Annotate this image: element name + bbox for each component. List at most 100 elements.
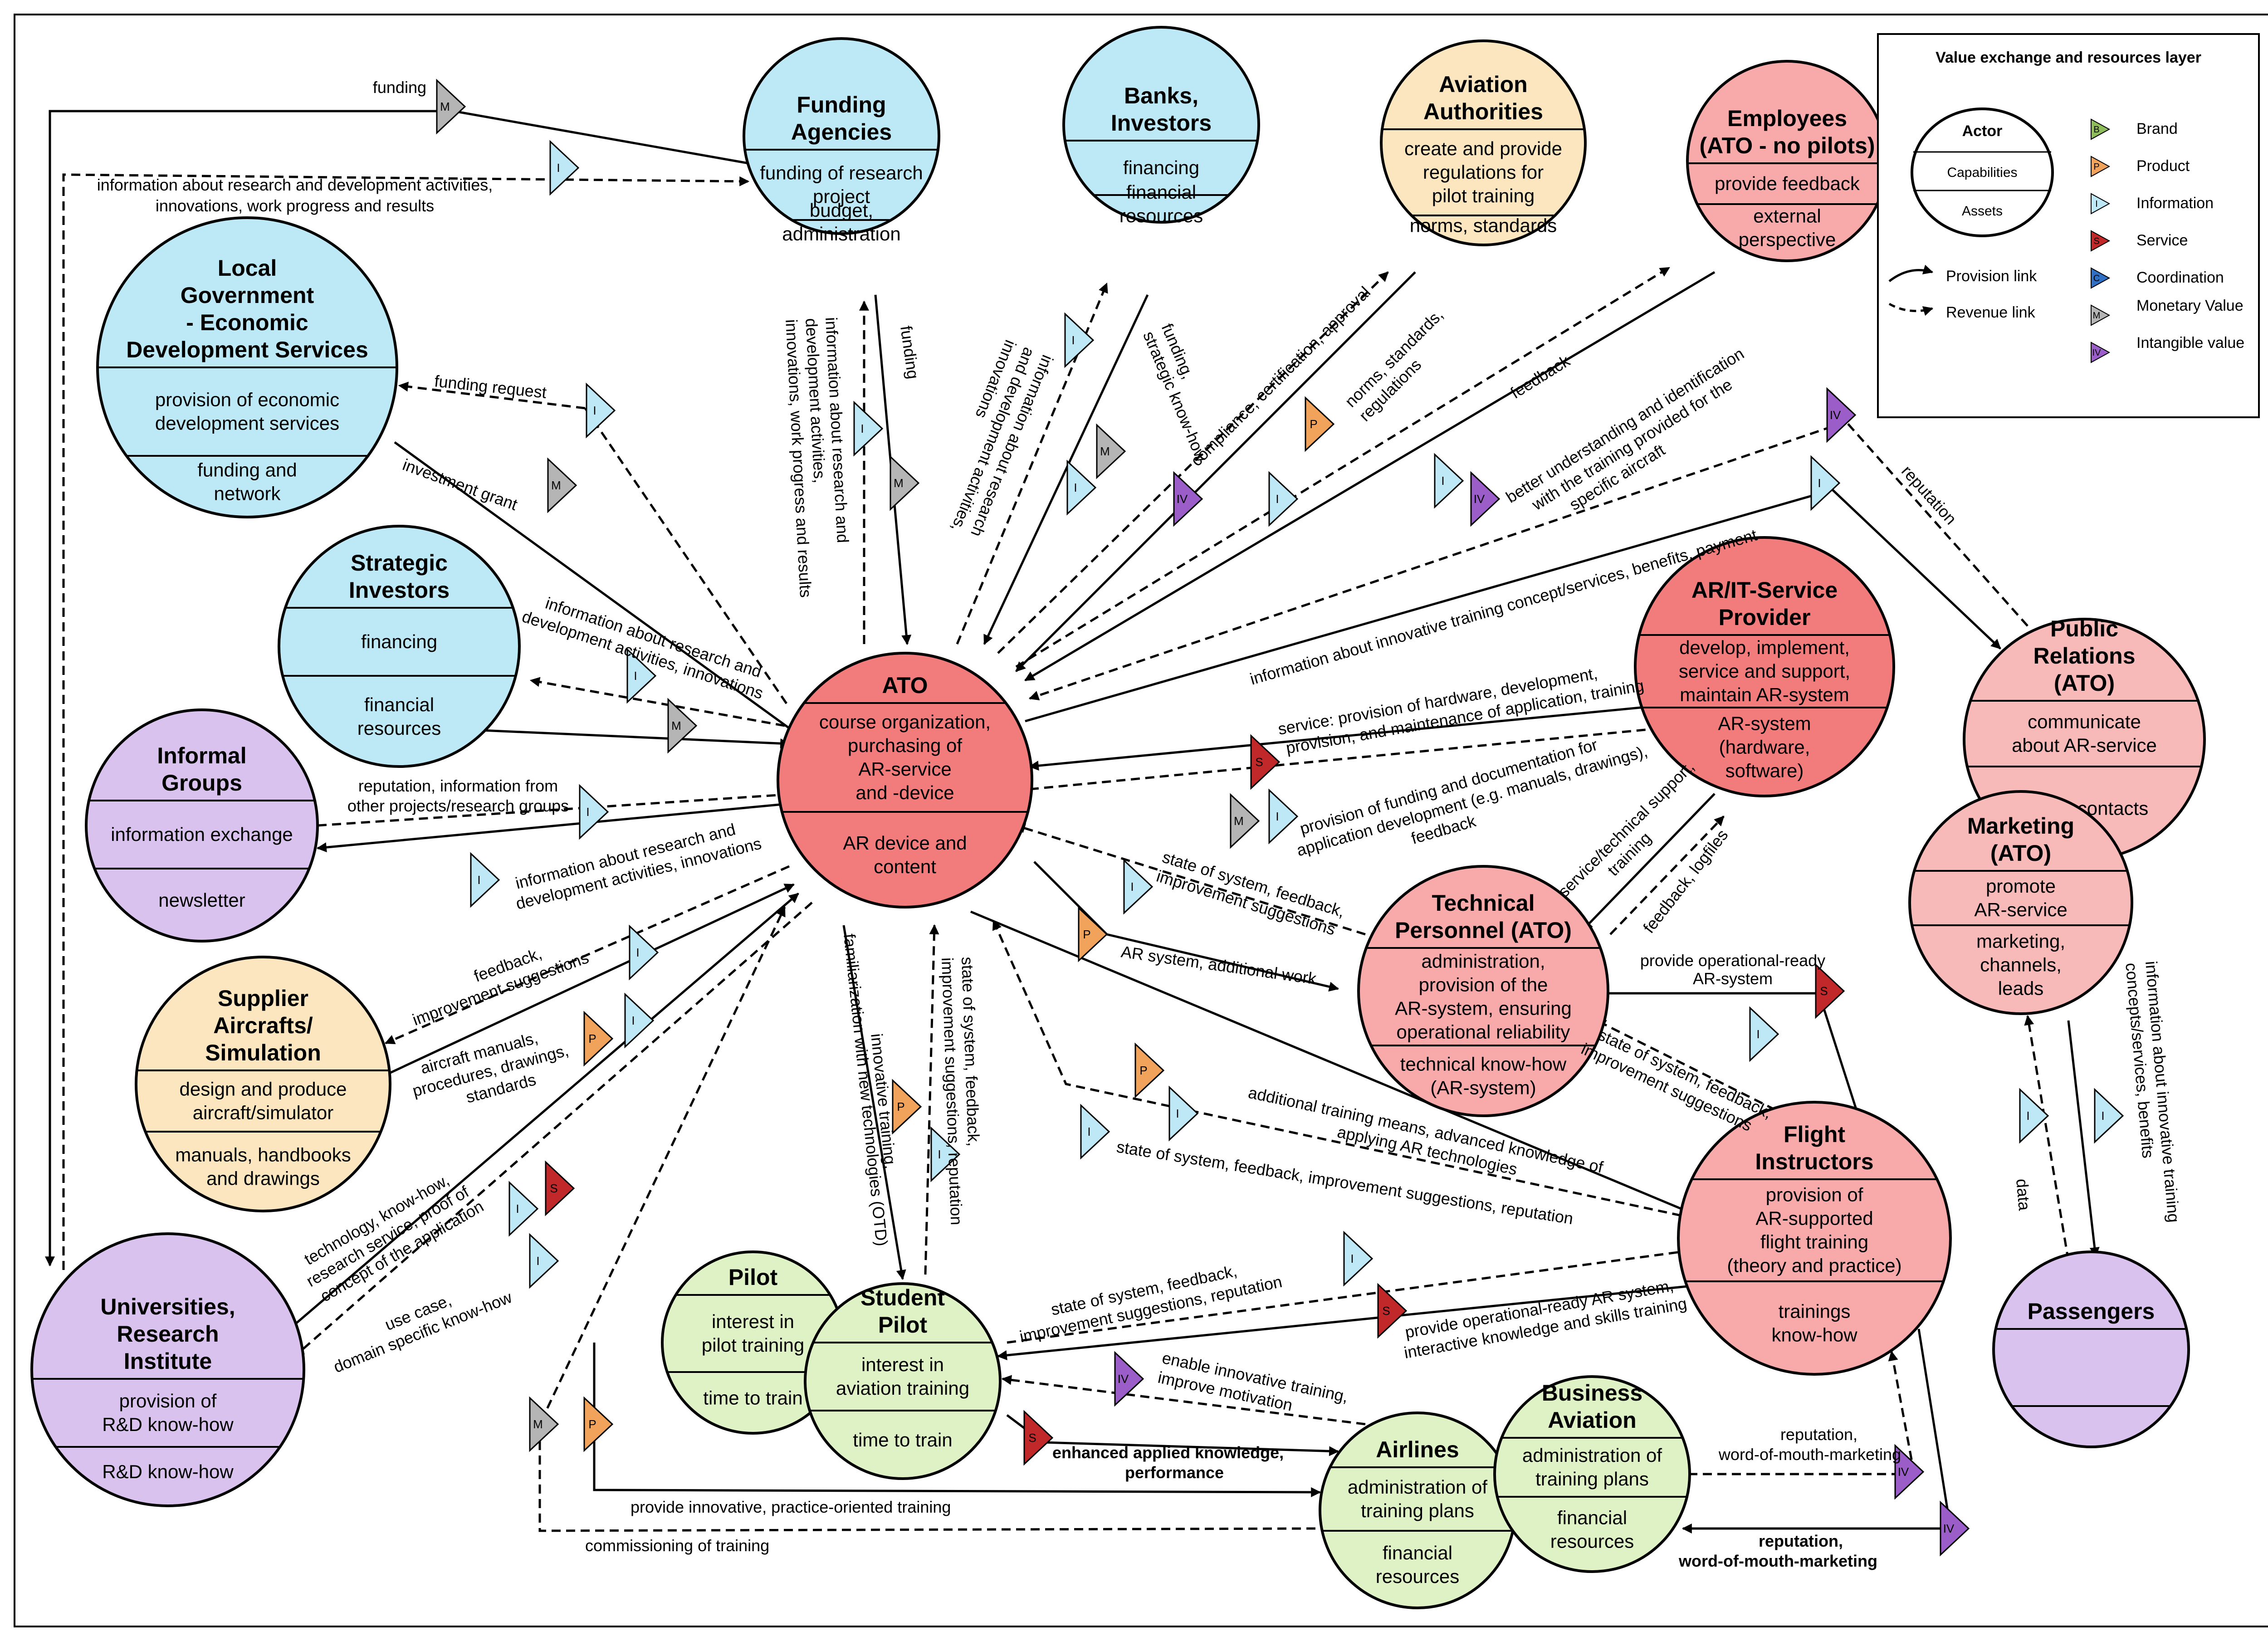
label-ar-additional: AR system, additional work [1120, 942, 1318, 988]
actor-supplier-circle [135, 956, 391, 1212]
svg-text:I: I [860, 422, 864, 435]
svg-text:M: M [533, 1417, 543, 1431]
link-investment-grant [394, 441, 799, 736]
svg-text:P: P [2093, 162, 2099, 172]
actor-marketing-name: (ATO) [1990, 840, 2051, 866]
actor-marketing-asset: marketing, [1976, 931, 2065, 952]
actor-localgov-capability: provision of economic [155, 389, 339, 410]
actor-flight-name: Flight [1784, 1122, 1845, 1147]
actor-localgov-name: - Economic [186, 310, 308, 335]
label-commissioning: commissioning of training [585, 1536, 769, 1555]
svg-text:I: I [1087, 1125, 1090, 1138]
value-object-i-icon: I [2094, 1088, 2124, 1144]
link-info-innovative-b [1832, 489, 2001, 650]
value-object-i-icon: I [1080, 1104, 1110, 1160]
link-state-sp [924, 924, 939, 1275]
actor-technical-name: Personnel (ATO) [1395, 918, 1572, 943]
actor-universities-capability: provision of [119, 1390, 217, 1411]
label-provide-practice: provide innovative, practice-oriented tr… [631, 1498, 951, 1516]
svg-text:I: I [1276, 492, 1279, 506]
label-investment-grant: investment grant [400, 455, 520, 514]
actor-flight-capability: provision of [1766, 1184, 1863, 1206]
legend-type-label: Intangible value [2136, 334, 2244, 352]
actor-business-capability: administration of [1522, 1445, 1662, 1466]
legend-provision-arrow [1888, 264, 1934, 282]
value-object-m-icon: M [547, 457, 577, 513]
label-informal-info: information about research anddevelopmen… [509, 815, 763, 913]
legend-actor: Actor [1962, 122, 2003, 140]
svg-text:I: I [2101, 1109, 2104, 1123]
legend-product-icon [2091, 156, 2111, 177]
legend-service-icon [2091, 230, 2111, 252]
legend-intangible-value-icon [2091, 342, 2111, 363]
link-provide-ready-fi [997, 1282, 1715, 1360]
value-object-p-icon: P [1305, 396, 1335, 452]
actor-supplier-name: Simulation [205, 1040, 321, 1065]
value-object-i-icon: I [626, 648, 657, 704]
value-object-i-icon: I [508, 1181, 539, 1237]
link-banks-funding [983, 294, 1149, 645]
svg-text:P: P [588, 1032, 596, 1045]
actor-ato-asset: AR device and [843, 832, 967, 854]
link-state-long [992, 919, 1724, 1226]
legend-type-label: Monetary Value [2136, 297, 2244, 314]
legend-information-icon [2091, 193, 2111, 215]
svg-text:I: I [586, 805, 589, 819]
label-info-innov-pass: information about innovative trainingcon… [2122, 960, 2183, 1225]
actor-pilot-capability: pilot training [702, 1334, 804, 1356]
value-object-i-icon: I [1749, 1006, 1779, 1062]
legend-type-label: Information [2136, 195, 2214, 212]
svg-text:C: C [2093, 274, 2100, 283]
label-state-tp: state of system, feedback,improvement su… [1154, 847, 1347, 940]
actor-localgov-name: Development Services [126, 337, 368, 362]
svg-text:I: I [1441, 474, 1444, 488]
actor-student-capability: interest in [861, 1354, 944, 1375]
svg-text:IV: IV [1898, 1465, 1909, 1479]
actor-technical-circle [1357, 865, 1609, 1117]
value-object-p-icon: P [583, 1396, 614, 1452]
link-technology [294, 893, 799, 1325]
svg-text:S: S [550, 1182, 557, 1195]
actor-technical-capability: AR-system, ensuring [1395, 998, 1572, 1019]
actor-pilot-name: Pilot [728, 1265, 778, 1290]
actor-employees: Employees(ATO - no pilots)provide feedba… [1686, 60, 1888, 262]
value-object-i-icon: I [1343, 1231, 1374, 1287]
actor-marketing-circle [1908, 790, 2133, 1015]
svg-text:I: I [1818, 476, 1821, 490]
actor-authorities-capability: create and provide [1404, 138, 1562, 159]
actor-strategic-circle [278, 525, 521, 768]
label-enhanced: enhanced applied knowledge,performance [1052, 1443, 1284, 1482]
svg-text:P: P [1310, 417, 1317, 431]
link-feedback-emp [1015, 266, 1670, 668]
svg-text:M: M [1100, 444, 1110, 458]
value-object-iv-icon: IV [1173, 471, 1203, 527]
svg-text:M: M [1234, 814, 1244, 828]
svg-text:M: M [551, 479, 561, 492]
actor-localgov-name: Local [218, 255, 277, 281]
actor-authorities-circle [1380, 39, 1587, 246]
link-info-innovative [1025, 487, 1834, 723]
svg-text:S: S [1382, 1304, 1390, 1318]
svg-text:S: S [1820, 984, 1828, 998]
label-reputation-wom2: reputation,word-of-mouth-marketing [1678, 1532, 1877, 1570]
label-reputation-pr: reputation [1898, 462, 1960, 528]
value-object-i-icon: I [1168, 1085, 1199, 1142]
link-service-hw [1028, 702, 1688, 771]
actor-supplier-capability: design and produce [180, 1079, 347, 1100]
value-object-m-icon: M [436, 78, 466, 135]
actor-flight-name: Instructors [1755, 1149, 1873, 1174]
legend-title: Value exchange and resources layer [1936, 49, 2201, 66]
legend-actor-circle [1911, 107, 2054, 237]
